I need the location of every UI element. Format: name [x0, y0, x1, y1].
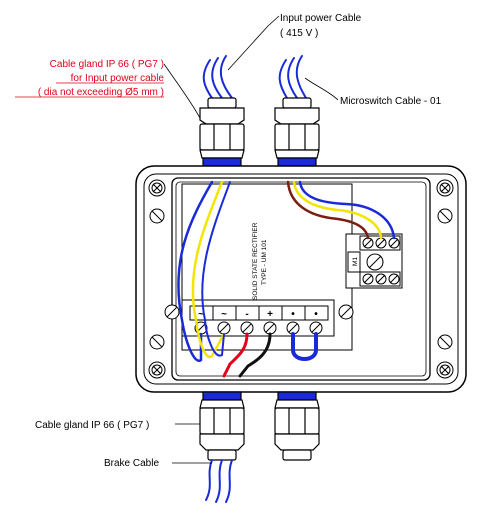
- cable-gland-top-right: [274, 97, 320, 167]
- terminal-sw1: •: [291, 309, 295, 320]
- cable-gland-bottom-left: [199, 391, 245, 461]
- leader-lines: [163, 15, 339, 464]
- brake-cable-label: Brake Cable: [104, 458, 159, 469]
- cable-gland-bottom-right: [274, 391, 320, 461]
- terminal-minus: -: [245, 309, 248, 320]
- microswitch-block: M1: [345, 233, 403, 289]
- terminal-sw2: •: [314, 309, 318, 320]
- screw-icon: [437, 208, 453, 224]
- top-right-cable: [278, 55, 307, 99]
- gland-top-label-line3: ( dia not exceeding Ø5 mm ): [38, 87, 164, 98]
- switch-label: M1: [352, 257, 359, 266]
- terminal-labels: ~ ~ - + • •: [198, 309, 318, 320]
- gland-top-label-line1: Cable gland IP 66 ( PG7 ): [50, 59, 164, 70]
- screw-icon: [436, 361, 454, 379]
- terminal-ac1: ~: [198, 309, 204, 320]
- microswitch-cable-label: Microswitch Cable - 01: [340, 96, 442, 107]
- screw-icon: [148, 179, 166, 197]
- terminal-ac2: ~: [221, 309, 227, 320]
- input-wires: [177, 180, 231, 362]
- screw-icon: [149, 334, 165, 350]
- microswitch-wires: [286, 180, 396, 240]
- rectifier-label-line1: SOLID STATE RECTIFIER: [252, 222, 259, 300]
- top-left-cable: [202, 55, 233, 99]
- screw-icon: [148, 361, 166, 379]
- screw-icon: [437, 334, 453, 350]
- voltage-label: ( 415 V ): [280, 28, 318, 39]
- gland-top-label-line2: for Input power cable: [71, 73, 165, 84]
- gland-bottom-label: Cable gland IP 66 ( PG7 ): [35, 420, 149, 431]
- annotations: Input power Cable ( 415 V ) Cable gland …: [15, 13, 442, 469]
- cable-gland-top-left: [199, 97, 245, 167]
- brake-wires: [222, 332, 272, 378]
- screw-icon: [436, 179, 454, 197]
- terminal-screws: [164, 304, 354, 320]
- brake-cable: [205, 459, 233, 503]
- input-power-cable-label: Input power Cable: [280, 13, 362, 24]
- switch-bridge: [291, 332, 318, 361]
- rectifier-label-line2: TYPE - UM 101: [261, 239, 268, 285]
- terminal-plus: +: [267, 309, 273, 320]
- screw-icon: [149, 208, 165, 224]
- corner-screws: [148, 179, 454, 379]
